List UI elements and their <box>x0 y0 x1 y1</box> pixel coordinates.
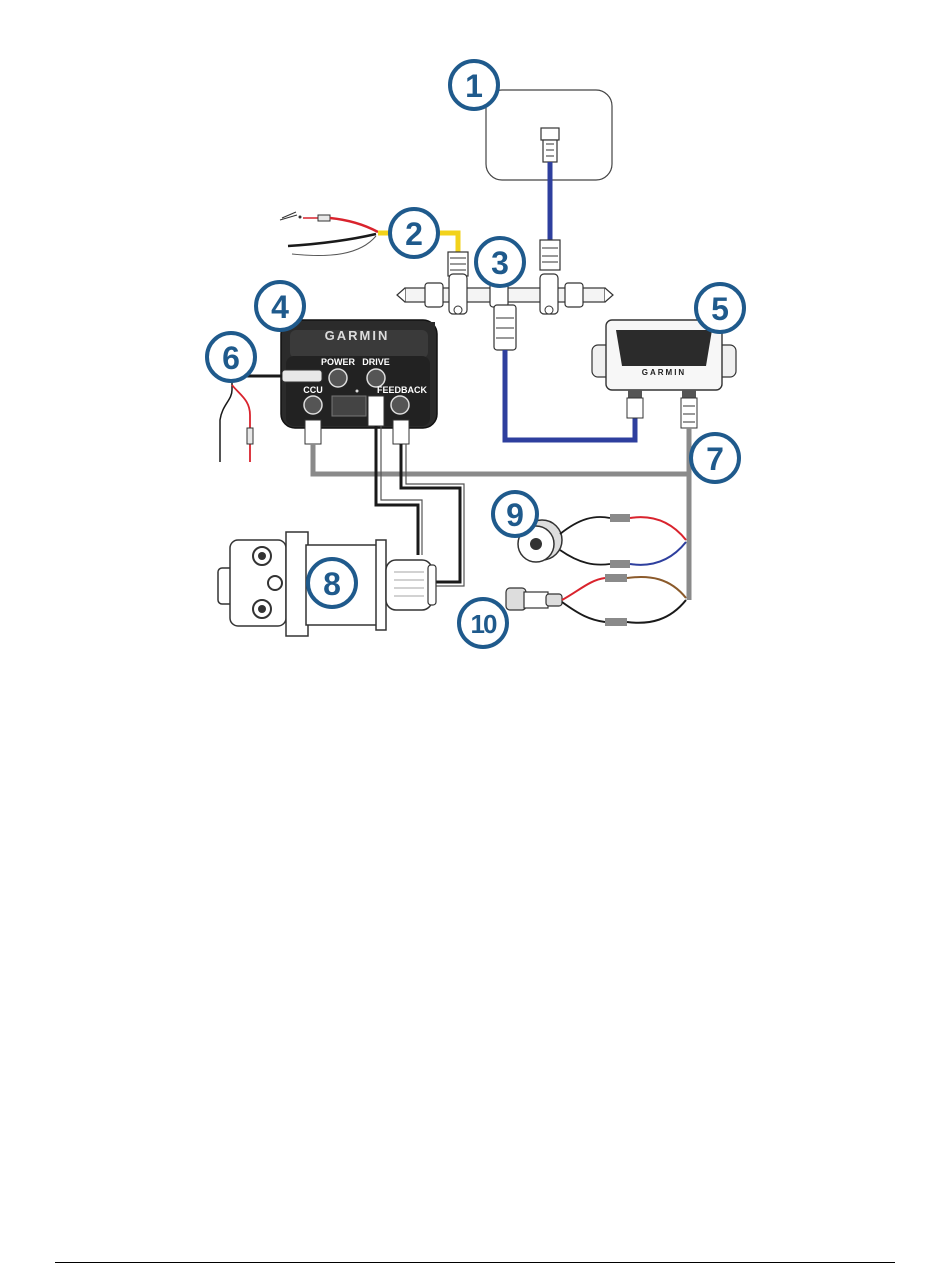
svg-text:8: 8 <box>323 566 341 602</box>
svg-text:4: 4 <box>271 289 289 325</box>
callout-5: 5 <box>696 284 744 332</box>
svg-text:5: 5 <box>711 291 729 327</box>
svg-text:9: 9 <box>506 497 524 533</box>
callout-1: 1 <box>450 61 498 109</box>
callout-6: 6 <box>207 333 255 381</box>
shutoff-sensor <box>506 574 686 626</box>
callout-4: 4 <box>256 282 304 330</box>
callout-8: 8 <box>308 559 356 607</box>
svg-text:1: 1 <box>465 68 483 104</box>
svg-text:6: 6 <box>222 340 240 376</box>
callout-7: 7 <box>691 434 739 482</box>
ccu-unit: GARMIN <box>592 320 736 428</box>
callout-3: 3 <box>476 238 524 286</box>
svg-text:2: 2 <box>405 216 423 252</box>
footer-rule <box>55 1262 895 1263</box>
ecu-brand: GARMIN <box>325 328 390 343</box>
callout-10: 10 <box>459 599 507 647</box>
ecu-port-power-label: POWER <box>321 357 356 367</box>
power-cable <box>280 212 468 276</box>
ecu-port-ccu-label: CCU <box>303 385 323 395</box>
callout-2: 2 <box>390 209 438 257</box>
ecu-port-feedback-label: FEEDBACK <box>377 385 428 395</box>
ecu-port-drive-label: DRIVE <box>362 357 390 367</box>
buzzer <box>518 514 686 568</box>
svg-text:7: 7 <box>706 441 724 477</box>
svg-text:3: 3 <box>491 245 509 281</box>
svg-text:10: 10 <box>471 609 497 639</box>
callout-9: 9 <box>493 492 537 536</box>
ccu-brand: GARMIN <box>642 368 686 377</box>
